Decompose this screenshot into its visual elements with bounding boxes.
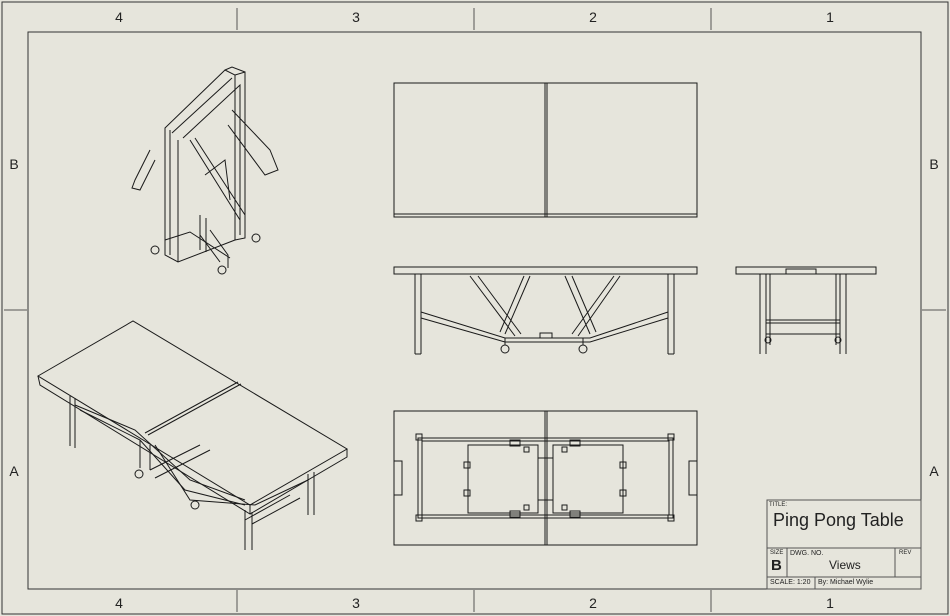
size-caption: SIZE bbox=[770, 550, 784, 556]
isometric-folded-view bbox=[131, 66, 279, 275]
size-value: B bbox=[771, 557, 782, 574]
zone-col-bottom-4: 4 bbox=[115, 595, 123, 611]
top-view bbox=[393, 82, 698, 218]
scale-text: SCALE: 1:20 bbox=[770, 579, 811, 586]
zone-col-bottom-2: 2 bbox=[589, 595, 597, 611]
title-block-frame bbox=[766, 499, 922, 590]
zone-row-left-b: B bbox=[9, 156, 19, 172]
inner-border bbox=[27, 31, 922, 590]
dwg-no-caption: DWG. NO. bbox=[790, 550, 824, 557]
isometric-open-view bbox=[37, 320, 348, 550]
author-text: By: Michael Wylie bbox=[818, 579, 874, 586]
zone-row-right-a: A bbox=[929, 463, 939, 479]
zone-col-top-3: 3 bbox=[352, 9, 360, 25]
side-view bbox=[735, 266, 877, 354]
rev-caption: REV bbox=[899, 550, 912, 556]
bottom-view bbox=[393, 410, 698, 546]
zone-col-top-2: 2 bbox=[589, 9, 597, 25]
zone-col-top-1: 1 bbox=[826, 9, 834, 25]
zone-col-bottom-3: 3 bbox=[352, 595, 360, 611]
zone-row-right-b: B bbox=[929, 156, 939, 172]
zone-ticks bbox=[4, 8, 946, 612]
title-caption: TITLE: bbox=[769, 502, 788, 508]
drawing-title: Ping Pong Table bbox=[773, 510, 904, 530]
dwg-no-value: Views bbox=[829, 558, 861, 572]
front-view bbox=[393, 266, 698, 355]
zone-row-left-a: A bbox=[9, 463, 19, 479]
zone-col-bottom-1: 1 bbox=[826, 595, 834, 611]
zone-col-top-4: 4 bbox=[115, 9, 123, 25]
views bbox=[37, 66, 877, 550]
